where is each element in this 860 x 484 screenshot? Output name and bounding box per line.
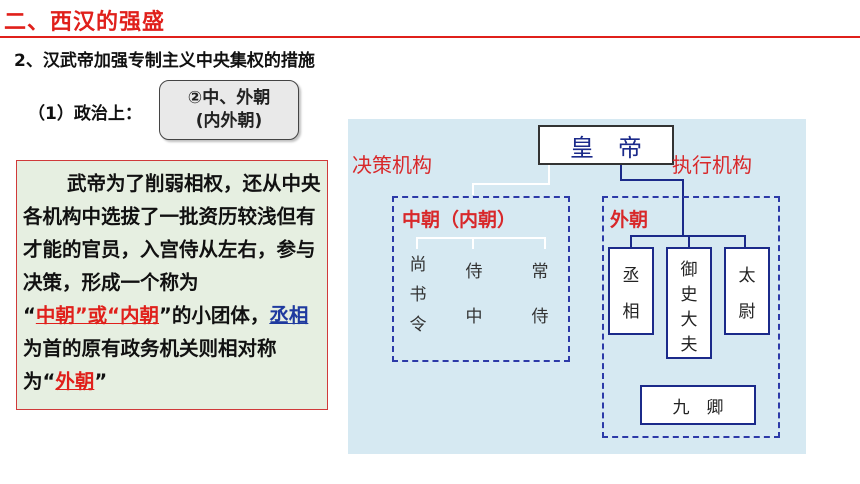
execution-label: 执行机构 [672,153,752,177]
court-structure-diagram: 皇 帝 决策机构 执行机构 中朝（内朝） 尚 书 令 侍 中 常 侍 外朝 丞 … [348,119,806,454]
term-chengxiang: 丞相 [269,304,309,327]
politics-callout-line2: (内外朝) [195,111,263,131]
politics-callout[interactable]: ②中、外朝 (内外朝) [159,80,299,140]
office-taiwei: 太 尉 [724,247,770,335]
connector-line [688,235,690,247]
connector-line [472,183,550,185]
term-neichao: 内朝 [119,304,159,327]
politics-callout-line1: ②中、外朝 [187,88,271,108]
section-subtitle: 2、汉武帝加强专制主义中央集权的措施 [14,51,315,71]
term-zhongchao: 中朝 [35,304,75,327]
connector-line [744,235,746,247]
office-changshi: 常 侍 [531,262,549,327]
term-waichao: 外朝 [55,370,95,393]
connector-line [416,237,546,239]
office-yushidafu: 御 史 大 夫 [666,247,712,359]
connector-line [472,237,474,249]
connector-line [630,235,632,247]
connector-line [620,179,684,181]
decision-label: 决策机构 [352,153,432,177]
explanation-part1: 武帝为了削弱相权，还从中央各机构中选拔了一批资历较浅但有才能的官员，入宫侍从左右… [23,172,321,294]
emperor-box: 皇 帝 [538,125,674,165]
connector-line [682,179,684,235]
inner-court-frame [392,196,570,362]
explanation-part2: 为首的原有政务机关则相对称为“ [23,337,277,393]
office-shizhong: 侍 中 [465,262,483,327]
connector-line [548,165,550,185]
connector-line [416,237,418,249]
explanation-box: 武帝为了削弱相权，还从中央各机构中选拔了一批资历较浅但有才能的官员，入宫侍从左右… [16,160,328,410]
outer-court-frame [602,196,780,438]
politics-label: （1）政治上： [28,104,142,124]
connector-line [472,183,474,195]
emperor-label: 皇 帝 [570,133,642,162]
page-title: 二、西汉的强盛 [4,10,166,35]
office-chengxiang: 丞 相 [608,247,654,335]
connector-line [620,165,622,181]
inner-court-label: 中朝（内朝） [402,209,517,231]
nine-ministers-box: 九 卿 [640,385,756,425]
office-shangshuling: 尚 书 令 [409,254,427,335]
title-divider [0,36,860,38]
outer-court-label: 外朝 [610,209,649,231]
connector-line [544,237,546,249]
